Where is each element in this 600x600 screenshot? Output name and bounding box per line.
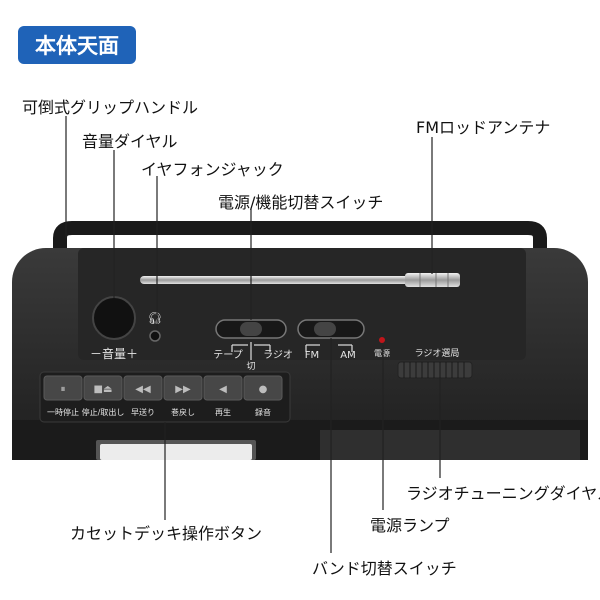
- fast-forward-icon: ▶▶: [175, 384, 191, 395]
- button-label-fast-forward: 巻戻し: [171, 407, 195, 417]
- callout-grip-handle: 可倒式グリップハンドル: [22, 98, 199, 117]
- record-icon: ●: [259, 384, 268, 395]
- stop-eject-icon: ■⏏: [94, 384, 113, 395]
- am-label: AM: [340, 350, 355, 361]
- callout-volume-dial: 音量ダイヤル: [82, 132, 178, 151]
- callout-power-switch: 電源/機能切替スイッチ: [218, 193, 384, 212]
- fm-rod-antenna: [140, 273, 460, 287]
- svg-text:🎧︎: 🎧︎: [147, 311, 162, 325]
- power-lamp: [379, 337, 385, 343]
- radio-tuning-label: ラジオ選局: [415, 348, 460, 359]
- button-label-pause: 一時停止: [47, 407, 79, 417]
- section-badge: 本体天面: [18, 26, 136, 64]
- callout-fm-antenna: FMロッドアンテナ: [416, 118, 551, 137]
- callout-cassette-buttons: カセットデッキ操作ボタン: [70, 524, 263, 543]
- play-icon: ◀: [219, 384, 227, 395]
- cassette-buttons: ⏸ ■⏏ ◀◀ ▶▶ ◀ ● 一時停止 停止/取出し 早送り 巻戻し 再生 録音: [43, 375, 283, 417]
- volume-range-label: －音量＋: [90, 346, 138, 361]
- earphone-jack: [149, 330, 161, 342]
- off-label: 切: [246, 361, 255, 372]
- button-label-record: 録音: [255, 407, 271, 417]
- button-label-play: 再生: [215, 407, 231, 417]
- pause-icon: ⏸: [61, 384, 66, 395]
- tuning-dial: [397, 361, 473, 379]
- power-label: 電源: [374, 349, 390, 358]
- callout-band-switch: バンド切替スイッチ: [312, 559, 457, 578]
- callout-power-lamp: 電源ランプ: [370, 516, 450, 535]
- fm-label: FM: [305, 350, 319, 361]
- grip-handle: [53, 221, 547, 360]
- callout-tuning-dial: ラジオチューニングダイヤル: [406, 484, 600, 503]
- volume-dial: [92, 296, 136, 340]
- tape-label: テープ: [213, 349, 242, 361]
- radio-label: ラジオ: [263, 349, 293, 361]
- button-label-rewind: 早送り: [131, 407, 155, 417]
- callout-earphone-jack: イヤフォンジャック: [141, 160, 284, 179]
- rewind-icon: ◀◀: [135, 384, 151, 395]
- button-label-stop-eject: 停止/取出し: [82, 407, 125, 417]
